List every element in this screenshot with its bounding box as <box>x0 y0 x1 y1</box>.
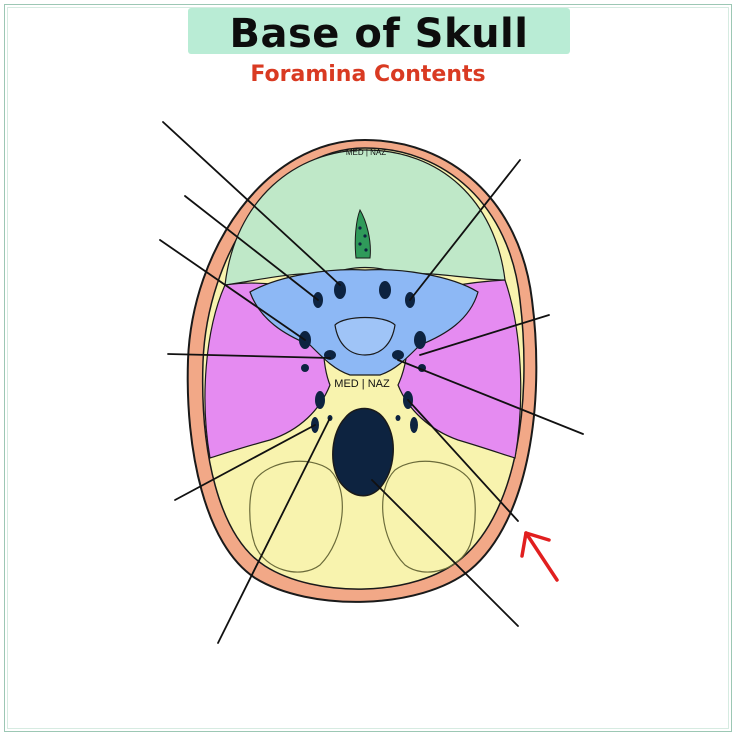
title-banner: Base of Skull <box>188 8 570 54</box>
crista-galli <box>354 208 371 259</box>
center-marker-label: MED | NAZ <box>334 378 390 390</box>
posterior-fossa-right <box>382 460 476 573</box>
anterior-cranial-fossa <box>224 149 506 286</box>
foramen-magnum <box>332 407 394 497</box>
top-marker-label: MED | NAZ <box>346 148 386 157</box>
pointer-lines <box>159 121 584 644</box>
page-title: Base of Skull <box>229 11 529 57</box>
cribriform-dots <box>358 226 368 252</box>
red-arrow-icon <box>520 531 559 582</box>
sella-turcica <box>334 316 396 356</box>
page-frame <box>4 4 732 732</box>
page-subtitle: Foramina Contents <box>250 62 486 87</box>
